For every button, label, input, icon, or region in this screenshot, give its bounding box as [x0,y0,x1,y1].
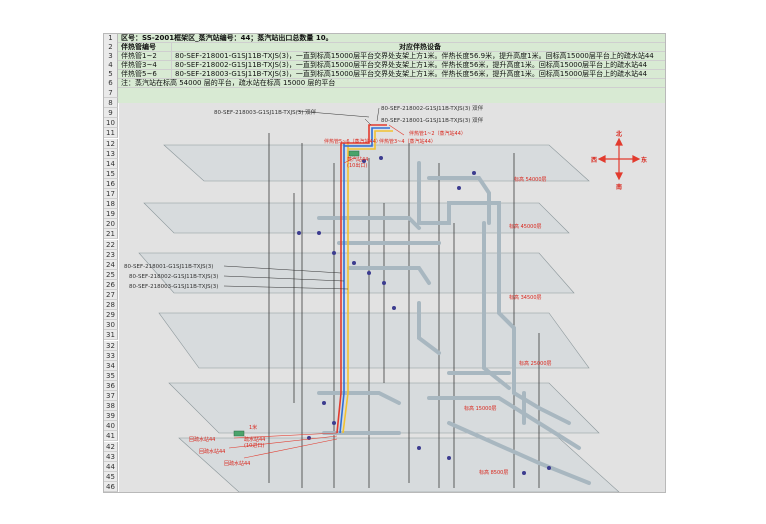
row-header[interactable]: 36 [104,380,118,391]
row-header[interactable]: 15 [104,168,118,179]
return-label-a: 回疏水站44 [189,436,215,443]
row-header[interactable]: 37 [104,391,118,402]
one-meter-label: 1米 [249,424,257,431]
compass-east: 东 [641,156,647,164]
row-header[interactable]: 9 [104,108,118,119]
drain-station-label: 疏水站44 [244,436,265,443]
platform-34500 [138,252,575,294]
row-header[interactable]: 40 [104,421,118,432]
return-label-c: 回疏水站44 [224,460,250,467]
compass-south: 南 [616,183,622,191]
row-header[interactable]: 26 [104,279,118,290]
row-header[interactable]: 14 [104,158,118,169]
equipment-cell[interactable]: 80-SEF-218003-G1SJ11B-TXJS(3)，一直到标高15000… [172,70,665,79]
green-fill [118,88,665,103]
tracer-label-12: 伴热管1~2（蒸汽站44） [409,130,466,137]
header-equipment[interactable]: 对应伴热设备 [172,43,665,52]
platform-25000 [158,312,590,369]
note-cell[interactable]: 注：蒸汽站在标高 54000 层的平台，疏水站在标高 15000 层的平台 [118,79,665,88]
tracer-label-34: 伴热管3~4（蒸汽站44） [379,138,436,145]
row-header[interactable]: 34 [104,360,118,371]
row-header[interactable]: 2 [104,43,118,52]
row-header[interactable]: 46 [104,481,118,492]
elevation-8500: 标高 8500层 [479,469,508,476]
row-header[interactable]: 24 [104,259,118,270]
row-header[interactable]: 6 [104,79,118,88]
row-header[interactable]: 30 [104,320,118,331]
elevation-25000: 标高 25000层 [519,360,552,367]
steam-station-outlets: (10出口) [347,162,367,169]
row-header[interactable]: 4 [104,61,118,70]
row-header[interactable]: 23 [104,249,118,260]
row-header[interactable]: 21 [104,229,118,240]
compass-west: 西 [591,156,597,164]
row-header[interactable]: 44 [104,461,118,472]
compass-icon [597,137,641,181]
elevation-15000: 标高 15000层 [464,405,497,412]
equipment-cell[interactable]: 80-SEF-218002-G1SJ11B-TXJS(3)，一直到标高15000… [172,61,665,70]
row-header[interactable]: 25 [104,269,118,280]
pipe-label-top3: 80-SEF-218001-G1SJ11B-TXJS(3) 双伴 [381,116,484,124]
header-tracer-id[interactable]: 伴热管编号 [118,43,172,52]
piping-model-drawing: 80-SEF-218002-G1SJ11B-TXJS(3) 双伴 80-SEF-… [124,104,647,492]
title-cell[interactable]: 区号：SS-2001框架区_蒸汽站编号：44；蒸汽站出口总数量 10。 [118,34,665,43]
pipe-label-top2: 80-SEF-218003-G1SJ11B-TXJS(3) 双伴 [214,108,317,116]
row-header[interactable]: 32 [104,340,118,351]
row-header[interactable]: 38 [104,401,118,412]
tracer-id-cell[interactable]: 伴热管1~2 [118,52,172,61]
row-header[interactable]: 29 [104,310,118,321]
row-header[interactable]: 41 [104,431,118,442]
tracer-label-56: 伴热管5~6（蒸汽站44） [324,138,381,145]
row-header[interactable]: 13 [104,148,118,159]
row-header[interactable]: 31 [104,330,118,341]
pipe-label-left3: 80-SEF-218003-G1SJ11B-TXJS(3) [129,284,218,290]
row-header[interactable]: 28 [104,300,118,311]
row-header[interactable]: 3 [104,52,118,61]
steam-station-label: 蒸汽站44 [347,156,368,163]
elevation-54000: 标高 54000层 [514,176,547,183]
platform-15000 [168,382,600,434]
elevation-34500: 标高 34500层 [509,294,542,301]
row-header[interactable]: 43 [104,451,118,462]
row-header[interactable]: 5 [104,70,118,79]
drain-station-inlets: (10进口) [244,442,264,449]
row-header[interactable]: 1 [104,34,118,43]
row-header[interactable]: 42 [104,441,118,452]
row-header[interactable]: 7 [104,88,118,99]
row-header[interactable]: 18 [104,199,118,210]
pipe-label-left1: 80-SEF-218001-G1SJ11B-TXJS(3) [124,264,213,270]
tracer-id-cell[interactable]: 伴热管3~4 [118,61,172,70]
row-header[interactable]: 16 [104,178,118,189]
row-header[interactable]: 8 [104,98,118,109]
elevation-45000: 标高 45000层 [509,223,542,230]
row-header[interactable]: 35 [104,370,118,381]
row-header[interactable]: 33 [104,350,118,361]
return-label-b: 回疏水站44 [199,448,225,455]
row-header[interactable]: 45 [104,471,118,482]
row-header[interactable]: 22 [104,239,118,250]
platform-54000 [163,144,590,182]
row-header[interactable]: 17 [104,189,118,200]
spreadsheet: 1 区号：SS-2001框架区_蒸汽站编号：44；蒸汽站出口总数量 10。 2 … [103,33,666,493]
row-header[interactable]: 19 [104,209,118,220]
tracer-id-cell[interactable]: 伴热管5~6 [118,70,172,79]
row-header[interactable]: 27 [104,290,118,301]
row-header[interactable]: 10 [104,118,118,129]
row-header[interactable]: 20 [104,219,118,230]
row-header[interactable]: 12 [104,138,118,149]
row-header[interactable]: 39 [104,411,118,422]
compass-north: 北 [616,130,622,138]
row-header[interactable]: 11 [104,128,118,139]
equipment-cell[interactable]: 80-SEF-218001-G1SJ11B-TXJS(3)，一直到标高15000… [172,52,665,61]
pipe-label-left2: 80-SEF-218002-G1SJ11B-TXJS(3) [129,274,218,280]
3d-model-view[interactable]: 80-SEF-218002-G1SJ11B-TXJS(3) 双伴 80-SEF-… [119,103,665,492]
pipe-label-top1: 80-SEF-218002-G1SJ11B-TXJS(3) 双伴 [381,104,484,112]
